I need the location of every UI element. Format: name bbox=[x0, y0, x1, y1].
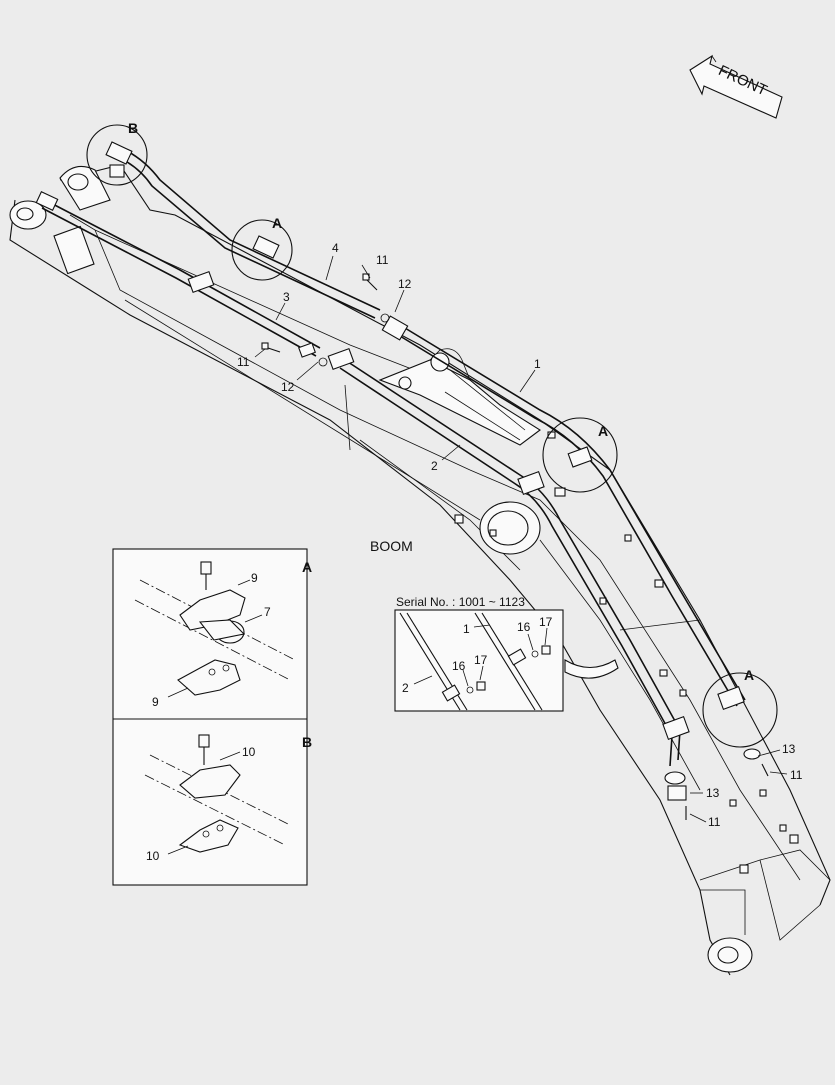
serial-callout-16-lower: 16 bbox=[452, 659, 466, 673]
serial-callout-17-lower: 17 bbox=[474, 653, 488, 667]
circle-letter-a-top: A bbox=[272, 215, 282, 231]
callout-4: 4 bbox=[332, 241, 339, 255]
serial-caption: Serial No. : 1001 ~ 1123 bbox=[396, 595, 525, 609]
circle-letter-a-mid: A bbox=[598, 423, 608, 439]
callout-12-b: 12 bbox=[281, 380, 295, 394]
callout-11-d: 11 bbox=[708, 815, 721, 829]
detail-b-letter: B bbox=[302, 734, 312, 750]
detail-panel: A B 9 7 9 10 10 bbox=[112, 548, 312, 886]
circle-letter-b-top: B bbox=[128, 120, 138, 136]
detail-b-callout-10-bottom: 10 bbox=[146, 849, 160, 863]
serial-callout-2: 2 bbox=[402, 681, 409, 695]
circle-letter-a-low: A bbox=[744, 667, 754, 683]
callout-13-b: 13 bbox=[706, 786, 720, 800]
front-arrow: FRONT bbox=[689, 54, 783, 119]
serial-callout-1: 1 bbox=[463, 622, 470, 636]
serial-callout-16-upper: 16 bbox=[517, 620, 531, 634]
detail-b-callout-10-top: 10 bbox=[242, 745, 256, 759]
callout-11-c: 11 bbox=[790, 768, 803, 782]
diagram-title: BOOM bbox=[370, 538, 413, 554]
callout-12-a: 12 bbox=[398, 277, 412, 291]
serial-detail-box: Serial No. : 1001 ~ 1123 2 1 16 17 16 17 bbox=[394, 595, 619, 712]
callout-2: 2 bbox=[431, 459, 438, 473]
callout-3: 3 bbox=[283, 290, 290, 304]
serial-callout-17-upper: 17 bbox=[539, 615, 553, 629]
callout-11-a: 11 bbox=[376, 253, 389, 267]
detail-a-callout-9-top: 9 bbox=[251, 571, 258, 585]
detail-a-callout-7: 7 bbox=[264, 605, 271, 619]
callout-13-a: 13 bbox=[782, 742, 796, 756]
callout-1: 1 bbox=[534, 357, 541, 371]
callout-11-b: 11 bbox=[237, 355, 250, 369]
magnifier-circles: B A A A bbox=[86, 120, 778, 748]
detail-a-letter: A bbox=[302, 559, 312, 575]
main-callouts: 4 3 1 2 11 12 11 12 13 11 13 11 bbox=[237, 241, 803, 829]
hydraulic-pipes bbox=[35, 141, 769, 820]
detail-a-callout-9-bottom: 9 bbox=[152, 695, 159, 709]
